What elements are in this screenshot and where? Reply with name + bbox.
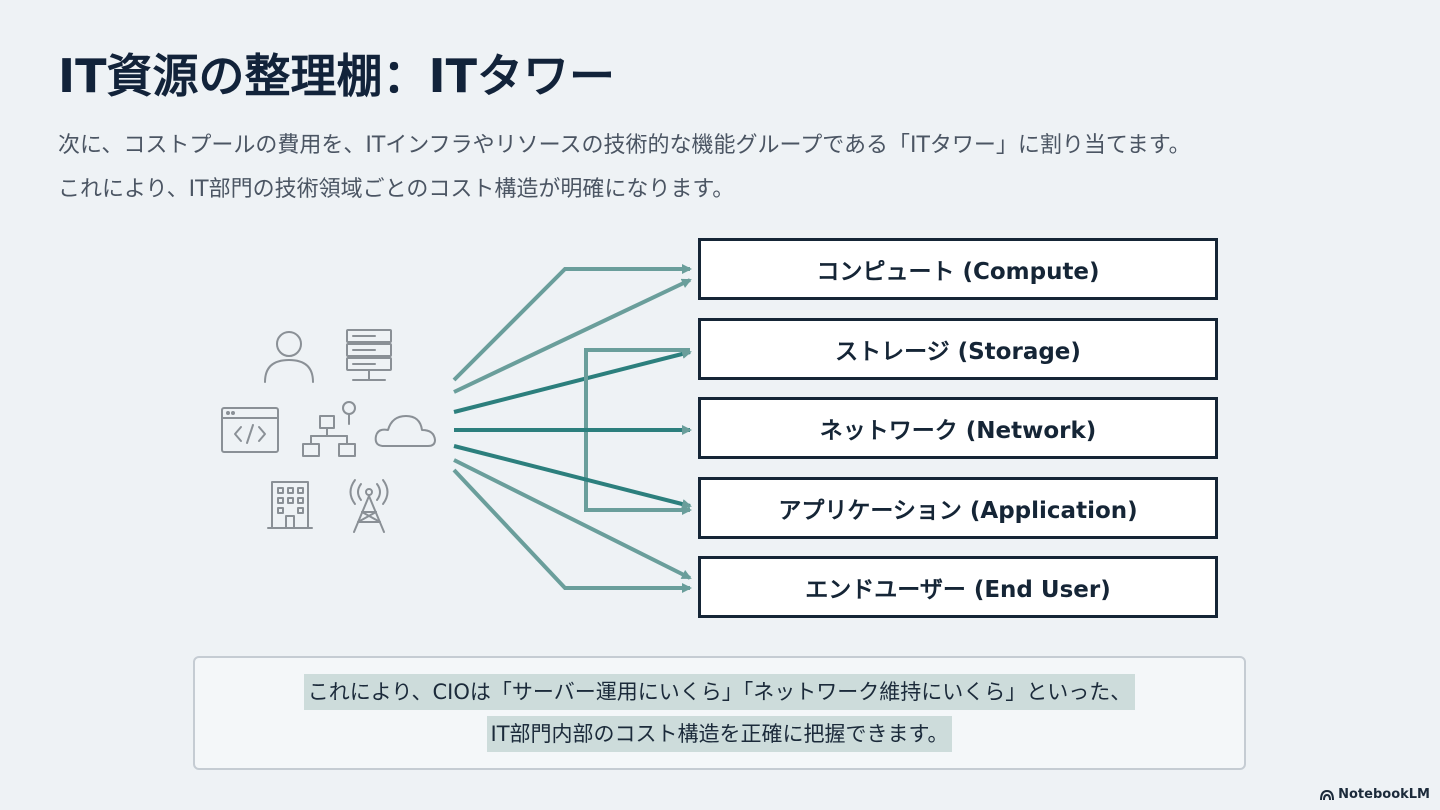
arrow-to-compute bbox=[452, 264, 692, 382]
server-icon bbox=[346, 329, 392, 381]
subtitle-line-2: これにより、IT部門の技術領域ごとのコスト構造が明確になります。 bbox=[58, 177, 735, 202]
tower-box-compute: コンピュート (Compute) bbox=[698, 238, 1218, 300]
notebooklm-logo-icon bbox=[1320, 789, 1335, 800]
tower-box-network: ネットワーク (Network) bbox=[698, 397, 1218, 459]
arrow-to-compute bbox=[453, 278, 692, 394]
user-icon bbox=[264, 331, 314, 383]
arrow-to-application bbox=[453, 444, 692, 509]
code-window-icon bbox=[221, 407, 279, 453]
subtitle: 次に、コストプールの費用を、ITインフラやリソースの技術的な機能グループである「… bbox=[58, 124, 1418, 212]
brand-watermark: NotebookLM bbox=[1320, 787, 1430, 802]
building-icon bbox=[267, 481, 313, 529]
tower-box-end-user: エンドユーザー (End User) bbox=[698, 556, 1218, 618]
note-line-1: これにより、CIOは「サーバー運用にいくら」「ネットワーク維持にいくら」といった… bbox=[303, 674, 1136, 710]
note-box: これにより、CIOは「サーバー運用にいくら」「ネットワーク維持にいくら」といった… bbox=[193, 656, 1246, 770]
antenna-tower-icon bbox=[349, 479, 389, 533]
brand-name: NotebookLM bbox=[1338, 787, 1430, 802]
note-line-2: IT部門内部のコスト構造を正確に把握できます。 bbox=[486, 716, 953, 752]
allocation-arrows bbox=[452, 264, 692, 593]
tower-box-application: アプリケーション (Application) bbox=[698, 477, 1218, 539]
network-icon bbox=[302, 401, 356, 457]
tower-box-storage: ストレージ (Storage) bbox=[698, 318, 1218, 380]
cloud-icon bbox=[374, 415, 436, 447]
arrow-to-end-user bbox=[453, 458, 692, 580]
subtitle-line-1: 次に、コストプールの費用を、ITインフラやリソースの技術的な機能グループである「… bbox=[58, 133, 1191, 158]
resource-icons bbox=[221, 329, 436, 533]
arrow-to-end-user bbox=[452, 468, 692, 593]
page-title: IT資源の整理棚：ITタワー bbox=[58, 49, 615, 103]
arrow-to-storage bbox=[453, 349, 692, 414]
